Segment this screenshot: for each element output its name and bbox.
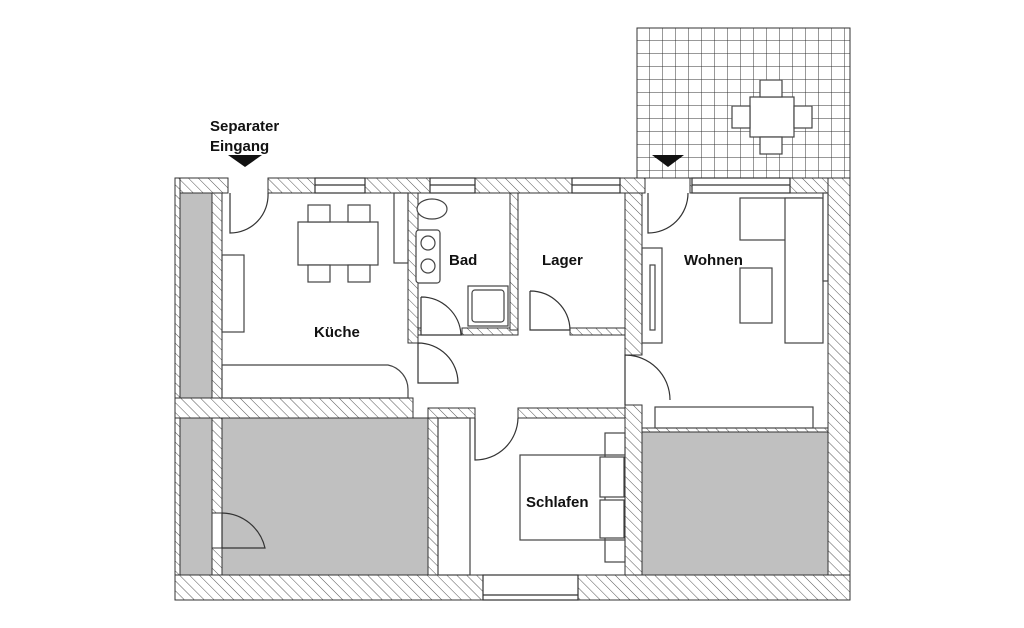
room-label-kitchen: Küche [314,324,360,341]
living-entrance-arrow-icon [652,155,684,167]
entrance-label-line1: Separater [210,118,279,135]
bed [519,454,606,541]
walls [174,177,851,601]
furniture [221,192,829,576]
room-label-bath: Bad [449,252,477,269]
terrace-table [731,79,813,155]
doors [221,192,689,549]
room-label-living: Wohnen [684,252,743,269]
kitchen-worktop [221,364,409,399]
grey-area-bottom-right [641,431,829,576]
terrace [636,27,851,179]
entrance-label-line2: Eingang [210,138,269,155]
sideboard [654,406,814,429]
coffee-table [739,267,773,324]
room-label-storage: Lager [542,252,583,269]
entrance-arrow-icon [228,155,262,167]
grey-strip-left-lower [179,417,213,576]
kitchen-counter [221,254,245,333]
dining-table [297,221,379,266]
toilet-icon [416,198,448,220]
room-label-bedroom: Schlafen [526,494,589,511]
wardrobe [437,417,471,576]
grey-area-bottom-left [221,417,429,576]
windows [314,177,791,601]
grey-strip-left [179,192,213,409]
